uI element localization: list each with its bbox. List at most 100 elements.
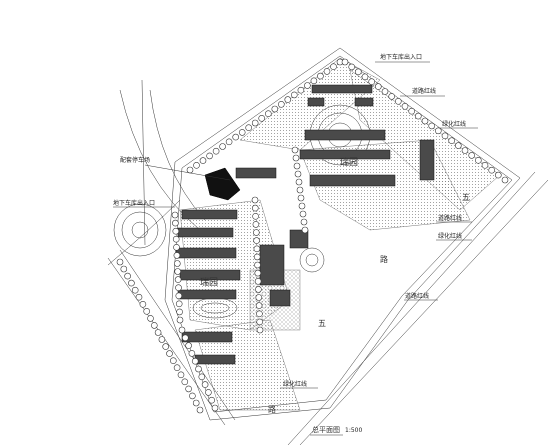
tree-symbol <box>172 235 180 243</box>
tree-symbol <box>341 58 349 66</box>
tree-symbol <box>296 186 304 194</box>
tree-symbol <box>181 378 189 386</box>
road-char-4: 路 <box>268 404 276 414</box>
tree-symbol <box>301 226 309 234</box>
tree-symbol <box>147 315 154 322</box>
tree-symbol <box>421 117 429 125</box>
tree-symbol <box>175 292 183 300</box>
tree-symbol <box>374 83 382 90</box>
tree-symbol <box>143 307 150 315</box>
tree-symbol <box>162 343 169 350</box>
tree-symbol <box>494 171 502 179</box>
tree-symbol <box>185 342 192 349</box>
district-name-south: 瑞园 <box>200 276 218 288</box>
tree-symbol <box>206 152 213 160</box>
tree-symbol <box>128 279 135 287</box>
tree-symbol <box>255 286 262 293</box>
tree-symbol <box>174 276 182 283</box>
tree-symbol <box>225 138 233 146</box>
tree-symbol <box>186 166 194 174</box>
tree-symbol <box>245 124 252 131</box>
tree-symbol <box>256 310 263 318</box>
tree-symbol <box>185 385 192 393</box>
tree-symbol <box>251 196 259 204</box>
tree-symbol <box>354 68 362 76</box>
tree-symbol <box>293 162 301 170</box>
tree-symbol <box>120 265 128 273</box>
tree-symbol <box>254 277 262 285</box>
tree-symbol <box>219 143 226 150</box>
leader-lines <box>113 61 478 389</box>
tree-symbol <box>252 221 260 228</box>
tree-symbol <box>291 146 299 154</box>
tree-symbol <box>189 392 196 400</box>
tree-symbol <box>317 72 324 80</box>
tree-symbol <box>394 98 402 105</box>
annotation-labels: 地下车库出入口 道路红线 绿化红线 配套停车场 地下车库出入口 道路红线 绿化红… <box>113 53 470 436</box>
tree-symbol <box>299 210 307 218</box>
tree-symbol <box>271 105 279 113</box>
tree-symbol <box>292 154 300 162</box>
tree-symbol <box>174 268 181 275</box>
label-landscape-line: 绿化红线 <box>442 120 466 128</box>
tree-symbol <box>290 91 298 99</box>
tree-symbol <box>441 132 449 140</box>
tree-symbol <box>191 357 199 365</box>
tree-symbol <box>277 101 285 108</box>
tree-symbol <box>414 112 422 120</box>
tree-symbol <box>361 73 369 81</box>
tree-symbol <box>310 77 318 85</box>
plan-title: 总平面图 <box>312 425 340 434</box>
tree-symbol <box>254 261 261 269</box>
label-road-east-top: 道路红线 <box>412 87 436 95</box>
tree-symbol <box>175 284 182 292</box>
tree-symbol <box>173 252 181 259</box>
tree-symbol <box>252 229 260 236</box>
tree-symbol <box>196 406 204 414</box>
tree-symbol <box>208 396 215 404</box>
road-char-1: 五 <box>462 193 470 202</box>
existing-building <box>204 167 241 201</box>
tree-symbol <box>264 110 272 117</box>
tree-symbol <box>253 245 261 253</box>
tree-symbol <box>381 88 389 95</box>
label-road-east-mid: 道路红线 <box>438 214 462 222</box>
tree-symbol <box>252 204 259 212</box>
road-char-2: 五 <box>318 319 326 328</box>
tree-symbol <box>488 166 496 174</box>
tree-symbol <box>177 371 185 379</box>
tree-symbol <box>284 96 292 103</box>
plan-scale: 1:500 <box>345 427 362 434</box>
tree-symbol <box>195 365 202 373</box>
tree-symbol <box>255 302 263 309</box>
label-underground-entrance-top: 地下车库出入口 <box>380 53 422 61</box>
tree-symbol <box>131 286 139 294</box>
label-underground-entrance-left: 地下车库出入口 <box>113 199 155 207</box>
tree-symbol <box>434 127 442 135</box>
district-name-north: 瑞园 <box>340 156 358 168</box>
tree-symbol <box>232 133 239 141</box>
tree-symbol <box>238 129 246 136</box>
tree-symbol <box>304 82 311 89</box>
tree-symbol <box>448 137 456 144</box>
tree-symbol <box>348 63 356 71</box>
tree-symbol <box>481 162 489 169</box>
tree-symbol <box>254 269 262 277</box>
tree-symbol <box>474 157 482 164</box>
tree-symbol <box>175 300 183 308</box>
tree-symbol <box>124 272 131 280</box>
tree-symbol <box>172 227 180 235</box>
tree-symbol <box>158 336 166 343</box>
tree-symbol <box>182 334 189 342</box>
tree-symbol <box>297 86 305 94</box>
tree-symbol <box>428 122 436 130</box>
tree-symbol <box>154 329 162 336</box>
tree-symbol <box>212 147 220 155</box>
tree-symbol <box>173 364 181 372</box>
tree-symbol <box>192 399 200 407</box>
tree-symbol <box>330 63 337 70</box>
tree-symbol <box>501 176 509 184</box>
tree-symbol <box>256 318 264 326</box>
tree-symbol <box>461 147 469 154</box>
